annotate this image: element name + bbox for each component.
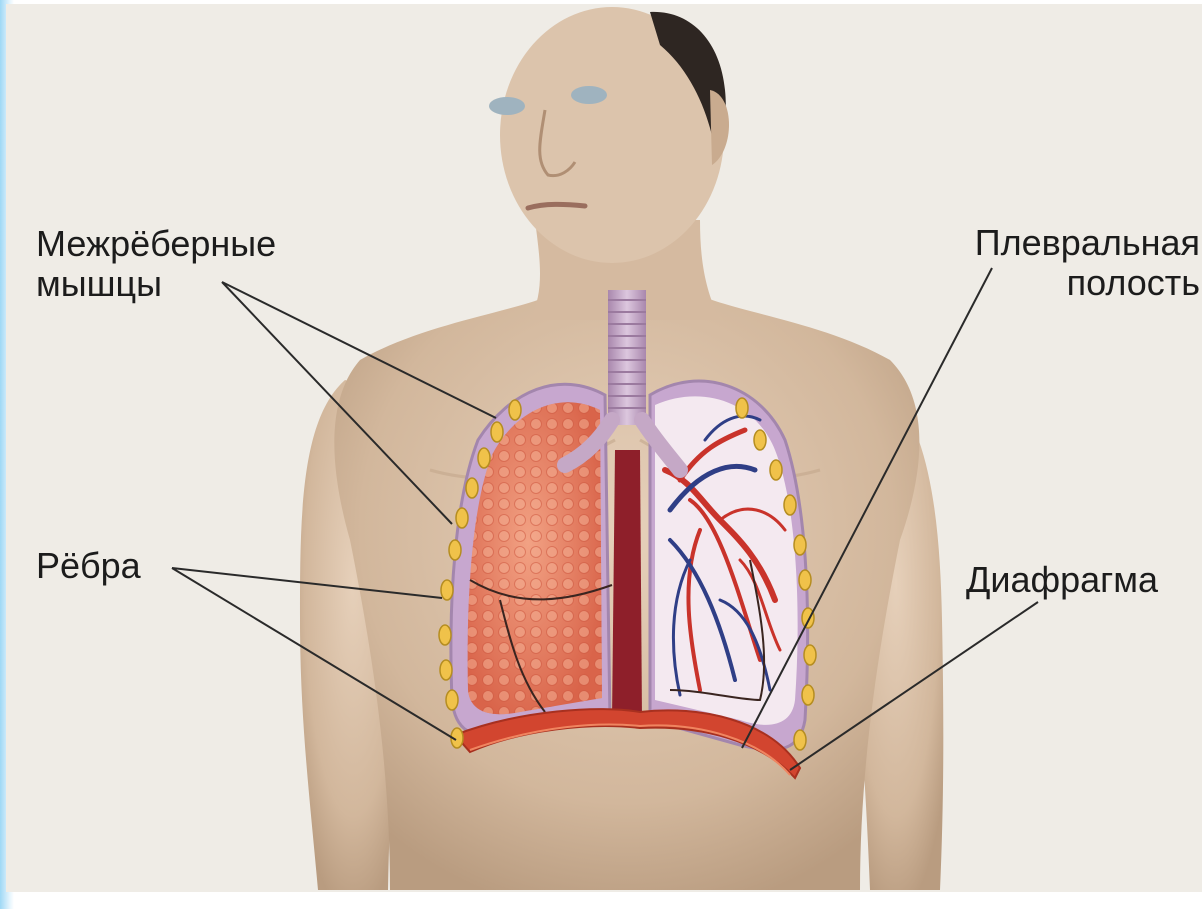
ear xyxy=(710,90,729,165)
label-pleural-cavity: Плевральная полость xyxy=(975,223,1200,303)
label-intercostal-line2: мышцы xyxy=(36,264,276,304)
label-intercostal-line1: Межрёберные xyxy=(36,224,276,264)
label-ribs: Рёбра xyxy=(36,546,141,586)
label-pleural-line2: полость xyxy=(975,263,1200,303)
label-diaphragm: Диафрагма xyxy=(966,560,1158,600)
eye-left xyxy=(489,97,525,115)
label-intercostal-muscles: Межрёберные мышцы xyxy=(36,224,276,304)
label-pleural-line1: Плевральная xyxy=(975,223,1200,263)
trachea xyxy=(608,290,646,425)
eye-right xyxy=(571,86,607,104)
aorta xyxy=(612,450,642,720)
